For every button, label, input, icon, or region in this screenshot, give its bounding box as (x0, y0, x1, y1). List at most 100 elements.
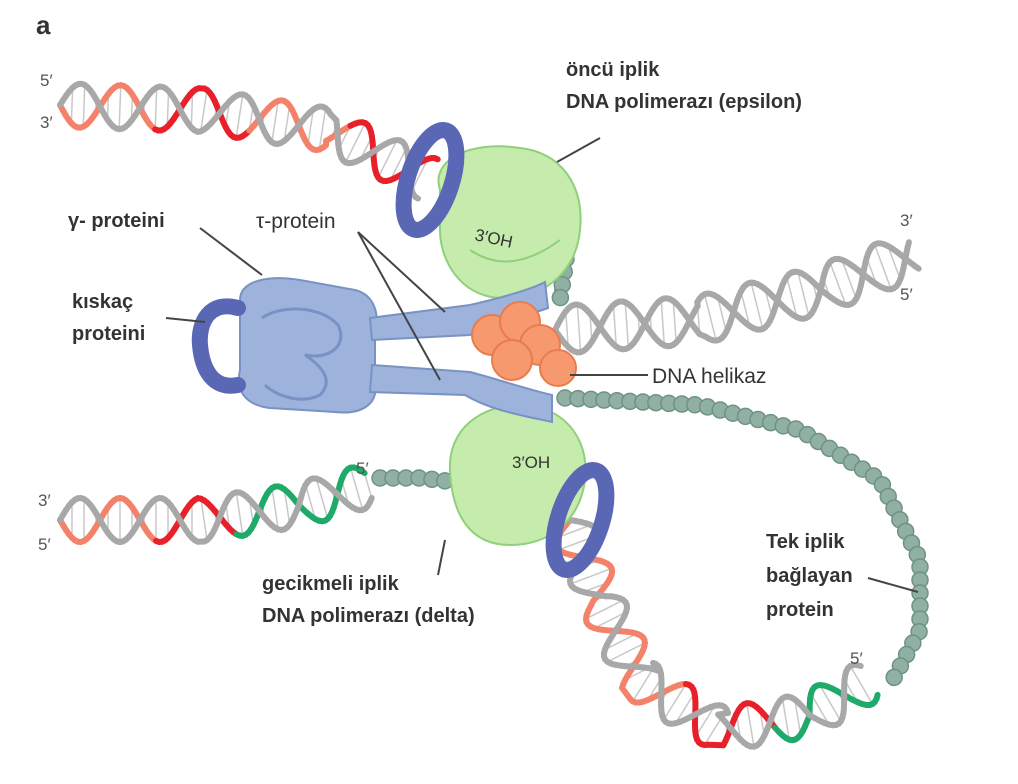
base-pair-rung (389, 147, 407, 181)
base-pair-rung (200, 498, 208, 541)
clamp-loader-complex (191, 277, 553, 424)
base-pair-rung (82, 84, 86, 127)
end-label-loop-5: 5′ (850, 649, 863, 668)
end-label-lagging-5: 5′ (356, 459, 369, 478)
leader-lines (165, 137, 919, 593)
parental-dna-helix (57, 80, 441, 202)
tau-protein-label: τ-protein (256, 210, 336, 233)
base-pair-rung (344, 122, 366, 163)
dna-backbone-a (911, 262, 922, 272)
base-pair-rung (304, 484, 317, 520)
leading-strand-product-helix (552, 239, 922, 356)
end-label-right-3: 3′ (900, 211, 913, 230)
base-pair-rung (716, 297, 728, 332)
base-pair-rung (283, 489, 291, 525)
leading-sliding-clamp (395, 122, 465, 238)
base-pair-rung (315, 478, 329, 520)
oh-bottom-label: 3′OH (512, 453, 550, 472)
base-pair-rung (70, 87, 74, 124)
base-pair-rung (786, 276, 798, 318)
base-pair-rung (660, 299, 666, 346)
base-pair-rung (166, 91, 170, 127)
ssb-bead (551, 288, 570, 307)
base-pair-rung (411, 158, 429, 192)
lagging-polymerase-label-1: gecikmeli iplik (262, 573, 400, 595)
base-pair-rung (873, 244, 892, 290)
panel-letter: a (36, 10, 51, 40)
lagging-strand-loop-helix (552, 517, 881, 750)
base-pair-rung (118, 85, 122, 130)
leading-polymerase-label-1: öncü iplik (566, 59, 660, 81)
clamp-protein-label-1: kıskaç (72, 291, 133, 313)
gamma-protein-label: γ- proteini (68, 210, 165, 232)
base-pair-rung (564, 311, 569, 348)
dna-backbone-a (873, 691, 881, 702)
base-pair-rung (612, 305, 618, 347)
leading-polymerase-label-2: DNA polimerazı (epsilon) (566, 91, 802, 113)
open-clamp-protein (191, 298, 246, 394)
base-pair-rung (271, 100, 279, 143)
lagging-sliding-clamp (545, 462, 615, 578)
ssb-bead (885, 668, 903, 687)
ssb-label-3: protein (766, 599, 834, 621)
base-pair-rung (235, 492, 244, 536)
base-pair-rung (887, 245, 901, 280)
base-pair-rung (849, 665, 874, 705)
lagging-polymerase-label-2: DNA polimerazı (delta) (262, 605, 475, 627)
leading-dna-polymerase (437, 145, 582, 300)
dna-backbone-b (853, 662, 864, 670)
base-pair-rung (841, 259, 857, 300)
dna-backbone-b (366, 494, 375, 506)
dna-backbone-b (412, 194, 422, 202)
lagging-strand-okazaki-helix (57, 464, 375, 545)
dna-backbone-a (357, 467, 368, 477)
end-label-top-left-5: 5′ (40, 71, 53, 90)
base-pair-rung (829, 261, 847, 306)
base-pair-rung (607, 642, 646, 663)
base-pair-rung (271, 487, 280, 530)
base-pair-rung (307, 109, 315, 145)
clamp-protein-label-2: proteini (72, 323, 145, 345)
base-pair-rung (746, 703, 755, 747)
base-pair-rung (695, 705, 716, 737)
base-pair-rung (363, 472, 373, 499)
dna-backbone-b (904, 239, 912, 251)
base-pair-rung (663, 683, 687, 720)
ssb-label-2: bağlayan (766, 565, 853, 587)
base-pair-rung (781, 698, 791, 740)
base-pair-rung (794, 699, 802, 735)
base-pair-rung (585, 599, 624, 620)
base-pair-rung (190, 91, 194, 128)
end-label-bottom-left-3: 3′ (38, 491, 51, 510)
end-label-right-5: 5′ (900, 285, 913, 304)
base-pair-rung (318, 108, 327, 150)
base-pair-rung (283, 105, 291, 142)
base-pair-rung (570, 567, 612, 585)
base-pair-rung (810, 693, 830, 725)
base-pair-rung (740, 291, 751, 327)
base-pair-rung (349, 467, 364, 511)
base-pair-rung (797, 271, 810, 317)
dna-helicase (471, 301, 577, 387)
base-pair-rung (377, 139, 398, 178)
base-pair-rung (819, 684, 842, 722)
base-pair-rung (624, 302, 630, 348)
base-pair-rung (703, 294, 717, 341)
ssb-label-1: Tek iplik (766, 531, 845, 553)
base-pair-rung (672, 300, 677, 343)
base-pair-rung (604, 633, 638, 651)
base-pair-rung (235, 94, 244, 138)
dna-backbone-a (431, 155, 441, 163)
end-label-top-left-3: 3′ (40, 113, 53, 132)
base-pair-rung (674, 692, 696, 724)
base-pair-rung (593, 611, 627, 629)
base-pair-rung (557, 524, 592, 539)
end-label-bottom-left-5: 5′ (38, 535, 51, 554)
lagging-dna-polymerase (448, 403, 587, 547)
helicase-label: DNA helikaz (652, 365, 766, 388)
base-pair-rung (199, 89, 208, 132)
base-pair-rung (576, 304, 582, 353)
base-pair-rung (750, 282, 764, 330)
base-pair-rung (154, 87, 158, 130)
